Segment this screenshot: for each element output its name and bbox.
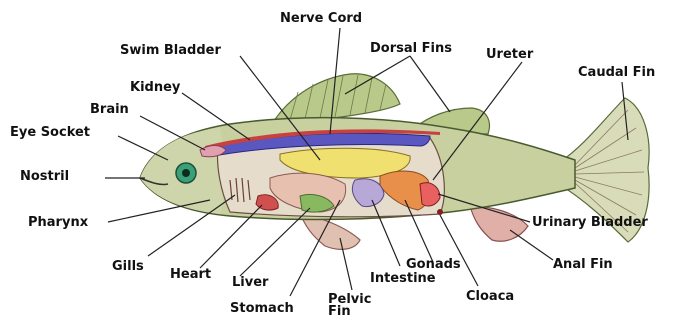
label-heart: Heart [170, 268, 211, 282]
label-cloaca: Cloaca [466, 290, 514, 304]
label-pelvic-fin: Pelvic Fin [328, 294, 371, 318]
label-liver: Liver [232, 276, 268, 290]
cloaca-opening [437, 209, 443, 215]
label-eye-socket: Eye Socket [10, 126, 90, 140]
label-urinary-bladder: Urinary Bladder [532, 216, 648, 230]
label-pharynx: Pharynx [28, 216, 88, 230]
label-dorsal-fins: Dorsal Fins [370, 42, 452, 56]
label-caudal-fin: Caudal Fin [578, 66, 655, 80]
label-nostril: Nostril [20, 170, 69, 184]
label-nerve-cord: Nerve Cord [280, 12, 362, 26]
label-swim-bladder: Swim Bladder [120, 44, 221, 58]
label-brain: Brain [90, 103, 129, 117]
label-gonads: Gonads [406, 258, 461, 272]
label-anal-fin: Anal Fin [553, 258, 613, 272]
label-gills: Gills [112, 260, 144, 274]
label-stomach: Stomach [230, 302, 294, 316]
label-ureter: Ureter [486, 48, 533, 62]
label-kidney: Kidney [130, 81, 180, 95]
label-intestine: Intestine [370, 272, 436, 286]
